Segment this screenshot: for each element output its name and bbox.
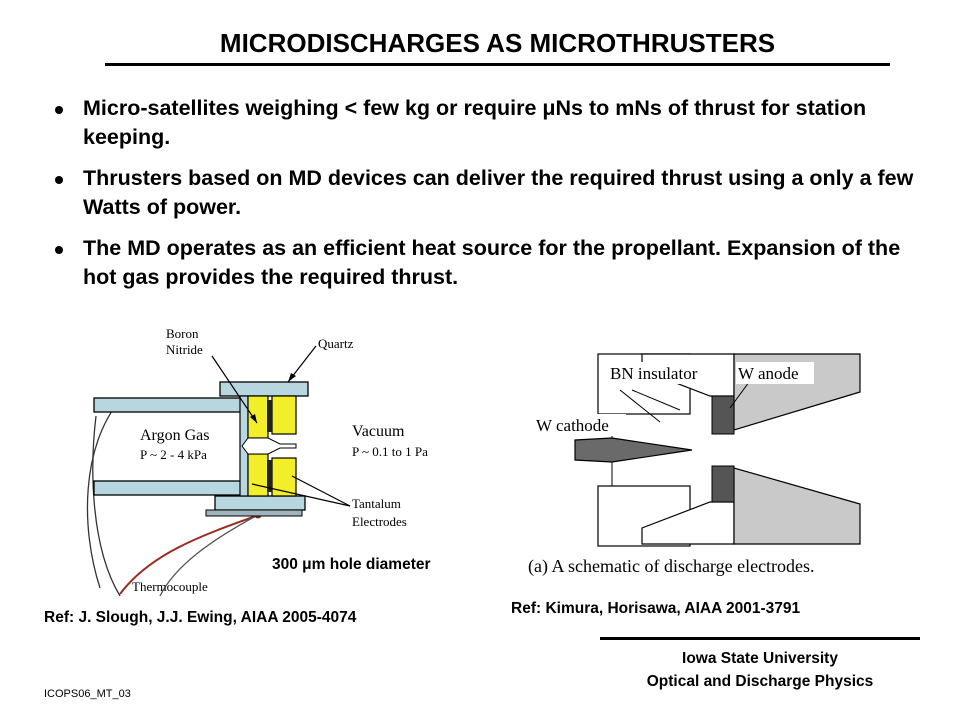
arrow-tantalum-1	[251, 483, 351, 507]
anode-insert-bottom	[711, 465, 735, 503]
wire-left-inner	[92, 415, 121, 597]
bullet-dot-icon	[55, 176, 63, 184]
nozzle-hole	[241, 437, 297, 455]
label-bg-cathode	[534, 414, 626, 436]
label-quartz: Quartz	[318, 336, 354, 351]
bullet-text: Micro-satellites weighing < few kg or re…	[83, 96, 867, 149]
separator-bottom	[267, 460, 272, 492]
label-bg-bn	[606, 362, 716, 384]
leader-bn-1	[631, 389, 681, 411]
footer-university: Iowa State University	[682, 650, 838, 667]
footer-rule	[600, 637, 920, 640]
reference-left: Ref: J. Slough, J.J. Ewing, AIAA 2005-40…	[44, 609, 357, 626]
bullet-item: Thrusters based on MD devices can delive…	[55, 164, 915, 222]
bullet-dot-icon	[55, 106, 63, 114]
bullet-text: The MD operates as an efficient heat sou…	[83, 236, 901, 289]
reference-right: Ref: Kimura, Horisawa, AIAA 2001-3791	[511, 600, 801, 617]
thermocouple-wire-red	[119, 515, 257, 595]
label-tantalum: Tantalum	[352, 496, 401, 511]
schematic-caption: (a) A schematic of discharge electrodes.	[528, 556, 815, 577]
bullet-list: Micro-satellites weighing < few kg or re…	[55, 94, 915, 301]
label-w-cathode: W cathode	[536, 416, 609, 435]
electrode-schematic-right: BN insulator W anode W cathode (a) A sch…	[528, 353, 861, 577]
label-bg-anode	[736, 362, 814, 384]
separator-top	[267, 400, 272, 432]
slide-title: MICRODISCHARGES AS MICROTHRUSTERS	[219, 28, 776, 58]
electrode-top-right	[271, 395, 297, 435]
label-nitride: Nitride	[166, 342, 203, 357]
bullet-text: Thrusters based on MD devices can delive…	[83, 166, 914, 219]
label-vacuum-pressure: P ~ 0.1 to 1 Pa	[352, 444, 428, 459]
label-electrodes: Electrodes	[352, 514, 407, 529]
label-thermocouple: Thermocouple	[132, 579, 208, 594]
base-strip	[205, 509, 303, 517]
hole-diameter-caption: 300 μm hole diameter	[272, 556, 431, 573]
label-boron: Boron	[166, 326, 199, 341]
cathode-needle	[574, 437, 693, 463]
leader-bn-2	[619, 389, 661, 423]
thermocouple-wire-dark	[159, 515, 257, 597]
slide-code: ICOPS06_MT_03	[44, 688, 131, 700]
title-underline	[105, 63, 890, 66]
bullet-item: The MD operates as an efficient heat sou…	[55, 234, 915, 289]
arrow-tantalum-2	[291, 475, 351, 507]
bullet-dot-icon	[55, 246, 63, 254]
lower-plate	[93, 480, 245, 496]
arrowhead-boron-nitride	[250, 414, 257, 423]
label-argon-gas: Argon Gas	[140, 427, 209, 444]
bullet-item: Micro-satellites weighing < few kg or re…	[55, 94, 915, 152]
label-vacuum: Vacuum	[352, 423, 405, 440]
footer-lab-name: Optical and Discharge Physics	[646, 673, 874, 690]
arrowhead-quartz	[288, 373, 296, 382]
anode-insert-top	[711, 395, 735, 435]
electrode-bottom-left	[247, 453, 269, 497]
label-argon-pressure: P ~ 2 - 4 kPa	[140, 447, 207, 462]
label-bn-insulator: BN insulator	[610, 364, 698, 383]
quartz-bottom	[214, 495, 306, 511]
quartz-top	[219, 381, 309, 397]
anode-bottom	[733, 467, 861, 545]
thruster-schematic-left: Boron Nitride Quartz Argon Gas P ~ 2 - 4…	[86, 326, 428, 597]
electrode-bottom-right	[271, 457, 297, 497]
wire-left-outer	[86, 399, 121, 589]
arrow-boron-nitride	[211, 355, 258, 424]
upper-plate	[93, 397, 245, 413]
label-w-anode: W anode	[738, 364, 799, 383]
